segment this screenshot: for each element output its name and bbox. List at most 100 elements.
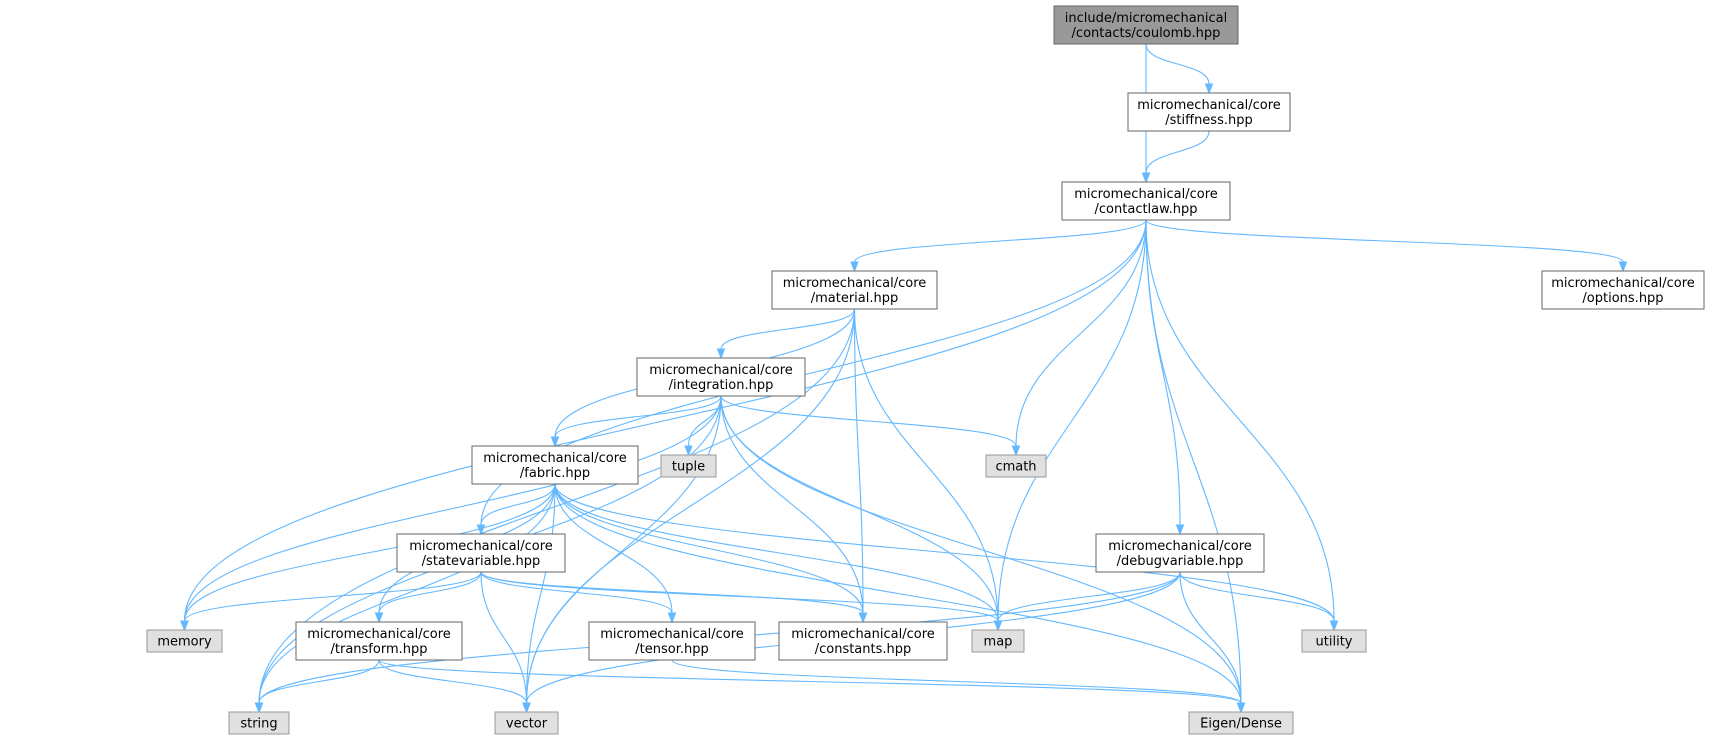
edge-integration-to-cmath: [720, 395, 1021, 457]
edge-transform-to-vector: [378, 659, 531, 714]
node-statevariable[interactable]: micromechanical/core/statevariable.hpp: [396, 533, 566, 573]
edge-arrowhead: [1204, 83, 1214, 95]
edge-line: [1145, 219, 1335, 622]
node-tensor[interactable]: micromechanical/core/tensor.hpp: [588, 621, 756, 661]
edge-line: [853, 308, 864, 614]
edge-material-to-integration: [716, 308, 856, 360]
node-string: string: [228, 711, 290, 735]
edge-arrowhead: [1618, 261, 1628, 273]
node-label-line: include/micromechanical: [1065, 11, 1228, 26]
edge-line: [720, 395, 864, 614]
node-box: [295, 621, 463, 661]
edge-contactlaw-to-material: [850, 219, 1147, 273]
edge-integration-to-memory: [180, 395, 722, 632]
edge-arrowhead: [180, 620, 189, 632]
node-box: [971, 629, 1025, 653]
node-integration[interactable]: micromechanical/core/integration.hpp: [636, 357, 806, 397]
edge-line: [720, 395, 1017, 447]
node-coulomb[interactable]: include/micromechanical/contacts/coulomb…: [1053, 5, 1239, 45]
node-label-line: micromechanical/core: [483, 451, 627, 466]
node-options[interactable]: micromechanical/core/options.hpp: [1541, 270, 1705, 310]
node-contactlaw[interactable]: micromechanical/core/contactlaw.hpp: [1061, 181, 1231, 221]
node-box: [1061, 181, 1231, 221]
edge-line: [378, 571, 482, 614]
edge-line: [554, 483, 999, 622]
node-label-line: string: [240, 717, 277, 732]
edge-debugvariable-to-utility: [1179, 571, 1339, 632]
edge-statevariable-to-tensor: [480, 571, 677, 624]
node-label-line: micromechanical/core: [409, 539, 553, 554]
edge-line: [997, 219, 1147, 622]
edge-fabric-to-map: [554, 483, 1003, 632]
node-cmath: cmath: [985, 454, 1047, 478]
node-memory: memory: [146, 629, 223, 653]
node-box: [146, 629, 223, 653]
edge-arrowhead: [1011, 445, 1021, 457]
node-tuple: tuple: [660, 454, 717, 478]
node-label-line: micromechanical/core: [783, 276, 927, 291]
node-label-line: micromechanical/core: [1074, 187, 1218, 202]
node-box: [771, 270, 938, 310]
edge-statevariable-to-memory: [180, 571, 482, 632]
node-material[interactable]: micromechanical/core/material.hpp: [771, 270, 938, 310]
nodes-layer: include/micromechanical/contacts/coulomb…: [146, 5, 1705, 735]
node-label-line: micromechanical/core: [307, 627, 451, 642]
node-label-line: /debugvariable.hpp: [1117, 554, 1244, 569]
node-debugvariable[interactable]: micromechanical/core/debugvariable.hpp: [1095, 533, 1265, 573]
edge-line: [183, 219, 1147, 622]
node-label-line: micromechanical/core: [649, 363, 793, 378]
node-fabric[interactable]: micromechanical/core/fabric.hpp: [471, 445, 639, 485]
edge-line: [480, 571, 673, 614]
node-stiffness[interactable]: micromechanical/core/stiffness.hpp: [1127, 92, 1291, 132]
node-box: [1127, 92, 1291, 132]
edge-integration-to-constants: [720, 395, 868, 624]
edge-arrowhead: [993, 620, 1003, 632]
edge-line: [1145, 130, 1210, 174]
node-label-line: cmath: [995, 460, 1036, 475]
edge-line: [853, 308, 999, 622]
node-label-line: micromechanical/core: [791, 627, 935, 642]
node-label-line: tuple: [672, 460, 705, 475]
edge-debugvariable-to-eigen: [1179, 571, 1246, 714]
edge-line: [671, 659, 1242, 704]
edge-line: [853, 219, 1147, 263]
edge-line: [1145, 219, 1242, 704]
node-box: [494, 711, 559, 735]
edge-line: [525, 395, 722, 704]
node-box: [471, 445, 639, 485]
edge-line: [1179, 571, 1335, 622]
node-box: [228, 711, 290, 735]
edge-line: [720, 395, 1242, 704]
edge-arrowhead: [684, 445, 693, 457]
edge-arrowhead: [254, 702, 264, 714]
edge-statevariable-to-transform: [374, 571, 482, 624]
edge-coulomb-to-stiffness: [1145, 43, 1214, 95]
edge-stiffness-to-contactlaw: [1141, 130, 1210, 184]
edge-fabric-to-vector: [522, 483, 556, 714]
node-box: [778, 621, 948, 661]
node-label-line: memory: [157, 635, 212, 650]
edge-arrowhead: [374, 612, 384, 624]
node-label-line: micromechanical/core: [1137, 98, 1281, 113]
edge-tensor-to-eigen: [671, 659, 1246, 714]
node-box: [1301, 629, 1367, 653]
edge-line: [258, 659, 380, 704]
node-constants[interactable]: micromechanical/core/constants.hpp: [778, 621, 948, 661]
node-transform[interactable]: micromechanical/core/transform.hpp: [295, 621, 463, 661]
edge-arrowhead: [1141, 172, 1151, 184]
edge-arrowhead: [858, 612, 868, 624]
edge-line: [554, 395, 722, 438]
node-label-line: micromechanical/core: [600, 627, 744, 642]
node-label-line: micromechanical/core: [1108, 539, 1252, 554]
edge-line: [1145, 219, 1624, 263]
edge-statevariable-to-vector: [480, 571, 531, 714]
edge-line: [720, 308, 856, 350]
node-box: [1095, 533, 1265, 573]
edge-debugvariable-to-map: [993, 571, 1181, 632]
edge-line: [183, 483, 556, 622]
node-map: map: [971, 629, 1025, 653]
node-label-line: /options.hpp: [1582, 291, 1663, 306]
edges-layer: [180, 43, 1628, 714]
edge-arrowhead: [550, 436, 560, 448]
